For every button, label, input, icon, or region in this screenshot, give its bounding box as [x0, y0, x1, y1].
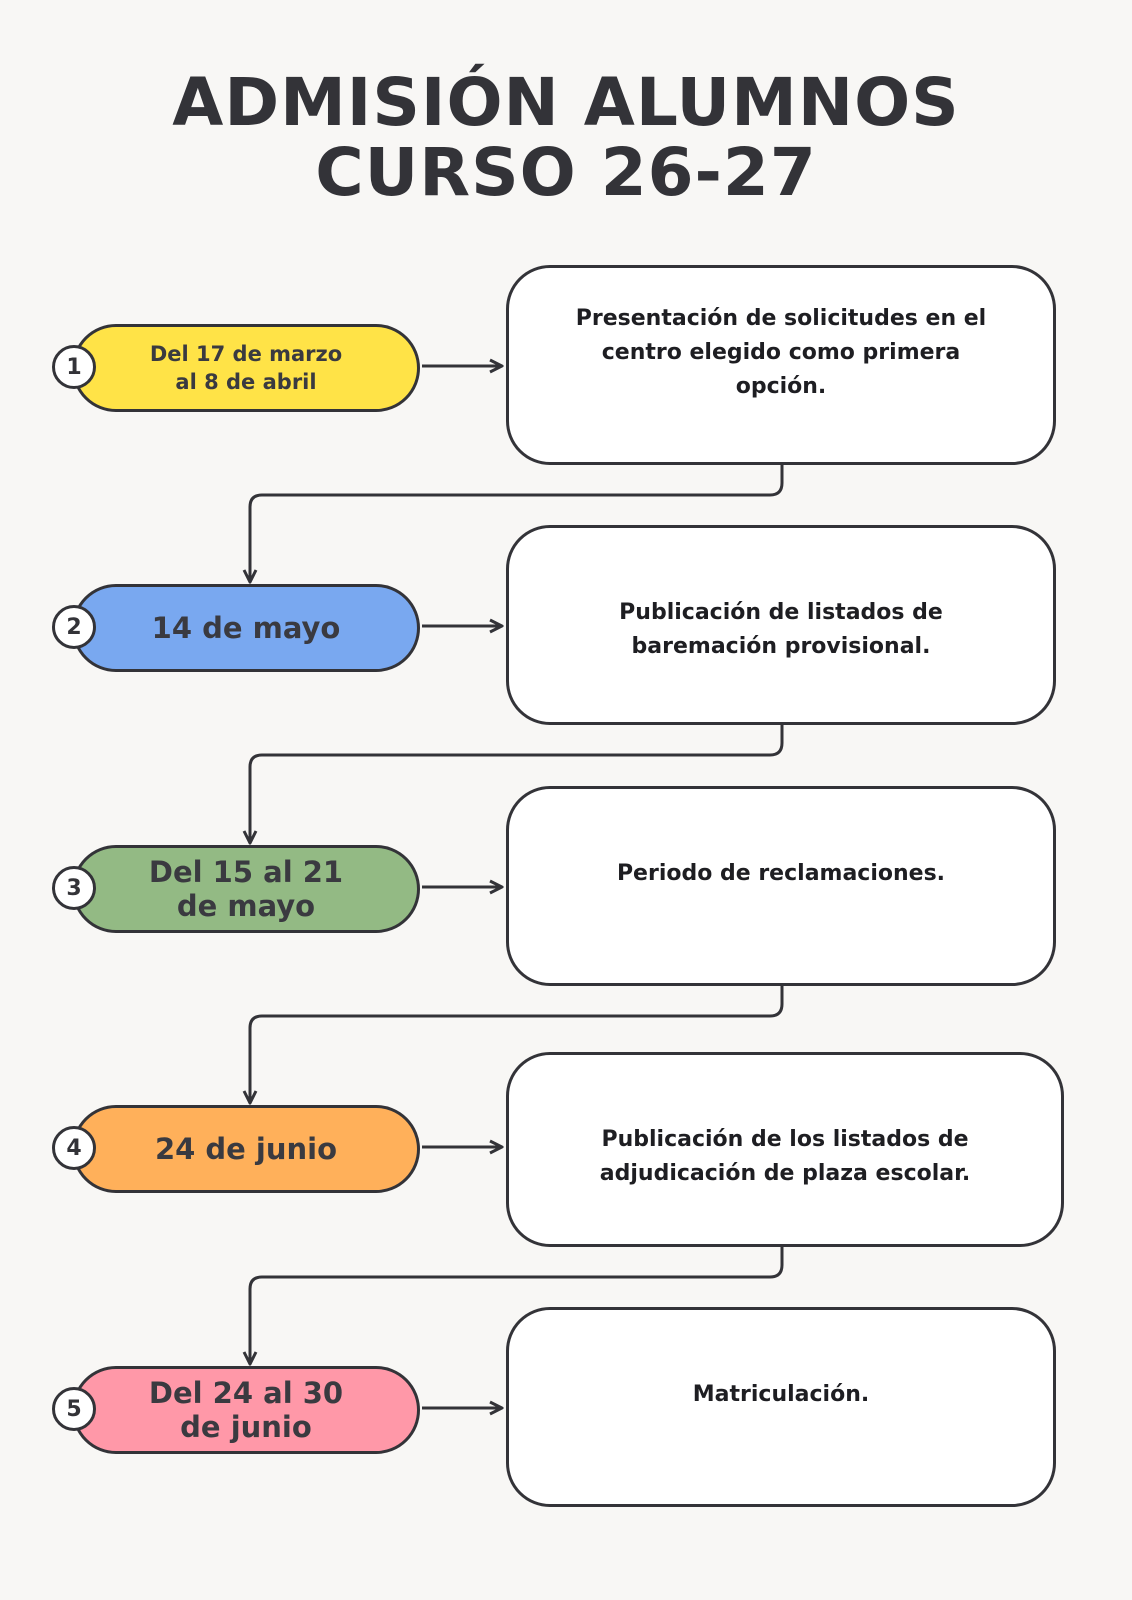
step-description-box-2: Publicación de listados de baremación pr…: [506, 525, 1056, 725]
step-date-pill-1: Del 17 de marzo al 8 de abril: [72, 324, 420, 412]
title-line-2: CURSO 26-27: [315, 134, 817, 211]
step-number-1: 1: [52, 345, 96, 389]
step-date-pill-2: 14 de mayo: [72, 584, 420, 672]
description-line: opción.: [735, 374, 827, 399]
arrow-down-connector: [250, 725, 784, 843]
arrow-down-connector: [250, 986, 784, 1103]
date-line: Del 24 al 30: [148, 1376, 344, 1410]
description-line: baremación provisional.: [631, 634, 931, 659]
description-line: Publicación de listados de: [619, 600, 943, 625]
arrow-down-connector: [250, 1247, 784, 1364]
date-line: de junio: [180, 1410, 312, 1444]
date-line: Del 15 al 21: [148, 855, 344, 889]
date-line: Del 17 de marzo: [149, 342, 343, 366]
step-number-4: 4: [52, 1126, 96, 1170]
date-line: 24 de junio: [154, 1132, 338, 1166]
step-description-box-3: Periodo de reclamaciones.: [506, 786, 1056, 986]
description-line: Matriculación.: [692, 1382, 870, 1407]
description-line: Periodo de reclamaciones.: [616, 861, 946, 886]
arrow-down-connector: [250, 465, 784, 582]
date-line: al 8 de abril: [175, 370, 317, 394]
description-line: centro elegido como primera: [601, 340, 961, 365]
description-line: adjudicación de plaza escolar.: [599, 1161, 971, 1186]
step-number-2: 2: [52, 605, 96, 649]
date-line: 14 de mayo: [151, 611, 341, 645]
step-number-5: 5: [52, 1387, 96, 1431]
date-line: de mayo: [176, 889, 316, 923]
step-description-box-4: Publicación de los listados de adjudicac…: [506, 1052, 1064, 1247]
description-line: Publicación de los listados de: [601, 1127, 969, 1152]
step-description-box-5: Matriculación.: [506, 1307, 1056, 1507]
title-line-1: ADMISIÓN ALUMNOS: [172, 64, 960, 141]
page-title: ADMISIÓN ALUMNOS CURSO 26-27: [0, 68, 1132, 208]
step-description-box-1: Presentación de solicitudes en el centro…: [506, 265, 1056, 465]
step-number-3: 3: [52, 866, 96, 910]
description-line: Presentación de solicitudes en el: [575, 306, 987, 331]
step-date-pill-4: 24 de junio: [72, 1105, 420, 1193]
